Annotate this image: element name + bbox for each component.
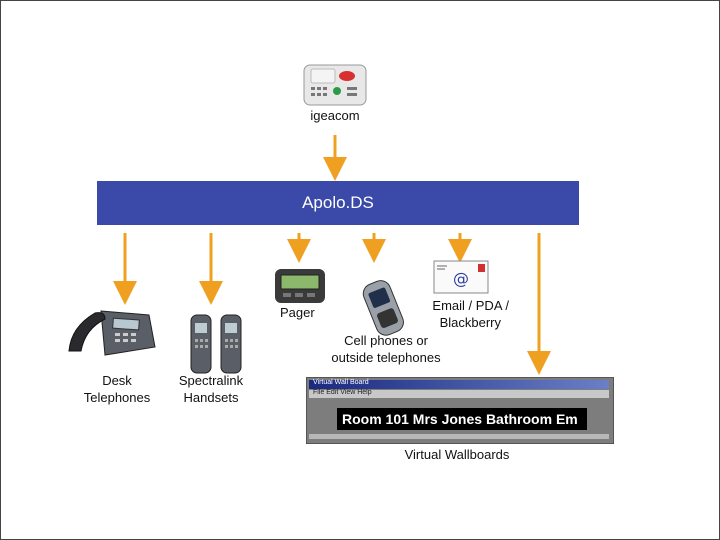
apolo-ds-bar: Apolo.DS [97, 181, 579, 225]
apolo-ds-title: Apolo.DS [302, 193, 374, 212]
wallboard-label: Virtual Wallboards [404, 447, 510, 462]
desk-telephone-icon [68, 310, 156, 356]
email-envelope-icon: @ [433, 260, 489, 294]
cell-label-line1: Cell phones or [344, 333, 428, 348]
wallboard-titlebar: Virtual Wall Board [309, 379, 609, 389]
igeacom-label: igeacom [310, 108, 360, 123]
cell-label-line2: outside telephones [331, 350, 441, 365]
desk-label-line2: Telephones [83, 390, 151, 405]
cell-phone-icon [362, 280, 404, 336]
pager-icon [275, 269, 325, 303]
wallboard-window-title: Virtual Wall Board [313, 379, 369, 386]
desk-label-line1: Desk [102, 373, 132, 388]
spectralink-label-line2: Handsets [183, 390, 239, 405]
virtual-wallboard-window: Virtual Wall Board File Edit View Help R… [306, 377, 614, 444]
wallboard-menubar: File Edit View Help [309, 389, 609, 398]
spectralink-handsets-icon [190, 314, 242, 374]
wallboard-display: Room 101 Mrs Jones Bathroom Em [337, 408, 587, 430]
email-label-line1: Email / PDA / [432, 298, 509, 313]
spectralink-label-line1: Spectralink [178, 373, 244, 388]
wallboard-menu: File Edit View Help [313, 389, 372, 396]
pager-label: Pager [280, 305, 315, 320]
svg-text:@: @ [453, 269, 469, 288]
email-label-line2: Blackberry [439, 315, 501, 330]
wallboard-statusbar [309, 434, 609, 439]
igeacom-device-icon [303, 64, 367, 106]
wallboard-message: Room 101 Mrs Jones Bathroom Em [342, 411, 578, 427]
